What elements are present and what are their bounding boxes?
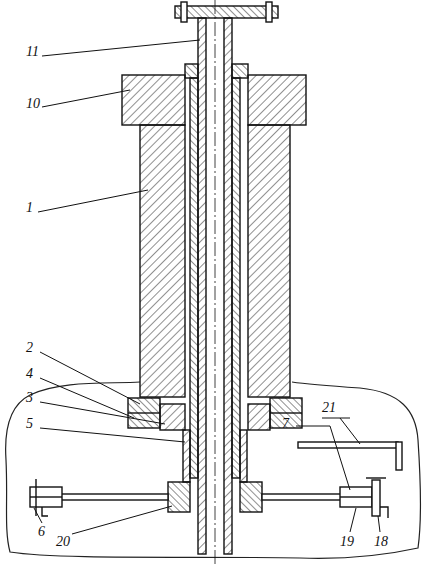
drawing-stroke	[340, 487, 372, 507]
drawing-stroke	[240, 430, 247, 482]
drawing-stroke	[190, 78, 198, 478]
drawing-stroke	[232, 64, 248, 78]
callout-number: 6	[38, 524, 45, 540]
drawing-stroke	[30, 2, 402, 554]
drawing-stroke	[72, 506, 172, 534]
drawing-stroke	[42, 507, 48, 516]
drawing-stroke	[40, 402, 165, 424]
drawing-stroke	[140, 125, 185, 397]
drawing-stroke	[34, 40, 380, 534]
callout-number: 20	[56, 534, 70, 550]
drawing-stroke	[248, 125, 290, 397]
drawing-stroke	[60, 494, 168, 500]
drawing-stroke	[198, 18, 206, 554]
callout-number: 1	[26, 200, 33, 216]
drawing-stroke	[42, 40, 200, 56]
drawing-stroke	[350, 508, 356, 532]
drawing-stroke	[380, 507, 388, 518]
drawing-stroke	[122, 75, 185, 125]
drawing-stroke	[396, 442, 402, 470]
drawing-stroke	[40, 428, 185, 442]
drawing-stroke	[340, 496, 372, 497]
drawing-stroke	[34, 508, 42, 523]
callout-number: 10	[26, 96, 40, 112]
callout-number: 5	[26, 416, 33, 432]
drawing-stroke	[215, 0, 216, 566]
drawing-stroke	[248, 75, 306, 125]
drawing-stroke	[266, 2, 272, 22]
drawing-stroke	[270, 412, 302, 413]
drawing-stroke	[175, 6, 278, 18]
drawing-stroke	[38, 190, 148, 212]
drawing-stroke	[160, 404, 185, 430]
drawing-stroke	[6, 382, 421, 558]
drawing-stroke	[296, 426, 350, 490]
drawing-stroke	[378, 516, 380, 532]
drawing-stroke	[128, 398, 160, 428]
callout-number: 11	[26, 44, 39, 60]
drawing-stroke	[232, 78, 240, 478]
callout-number: 7	[282, 416, 289, 432]
drawing-stroke	[372, 480, 380, 516]
drawing-stroke	[40, 352, 140, 404]
drawing-stroke	[340, 418, 360, 444]
drawing-stroke	[128, 412, 160, 413]
callout-number: 2	[26, 340, 33, 356]
callout-number: 4	[26, 366, 33, 382]
drawing-stroke	[42, 90, 130, 107]
drawing-stroke	[168, 482, 190, 512]
drawing-stroke	[240, 482, 262, 512]
drawing-stroke	[185, 64, 198, 78]
drawing-stroke	[183, 430, 190, 482]
drawing-stroke	[366, 477, 386, 478]
callout-number: 3	[26, 390, 33, 406]
drawing-stroke	[224, 18, 232, 554]
callout-number: 18	[374, 534, 388, 550]
drawing-stroke	[30, 496, 62, 497]
drawing-stroke	[322, 418, 350, 419]
drawing-stroke	[30, 487, 62, 507]
callout-number: 21	[322, 400, 336, 416]
drawing-stroke	[298, 442, 398, 448]
drawing-stroke	[181, 2, 187, 22]
callout-number: 19	[340, 534, 354, 550]
drawing-stroke	[262, 494, 342, 500]
drawing-stroke	[40, 378, 134, 418]
drawing-stroke	[248, 404, 270, 430]
